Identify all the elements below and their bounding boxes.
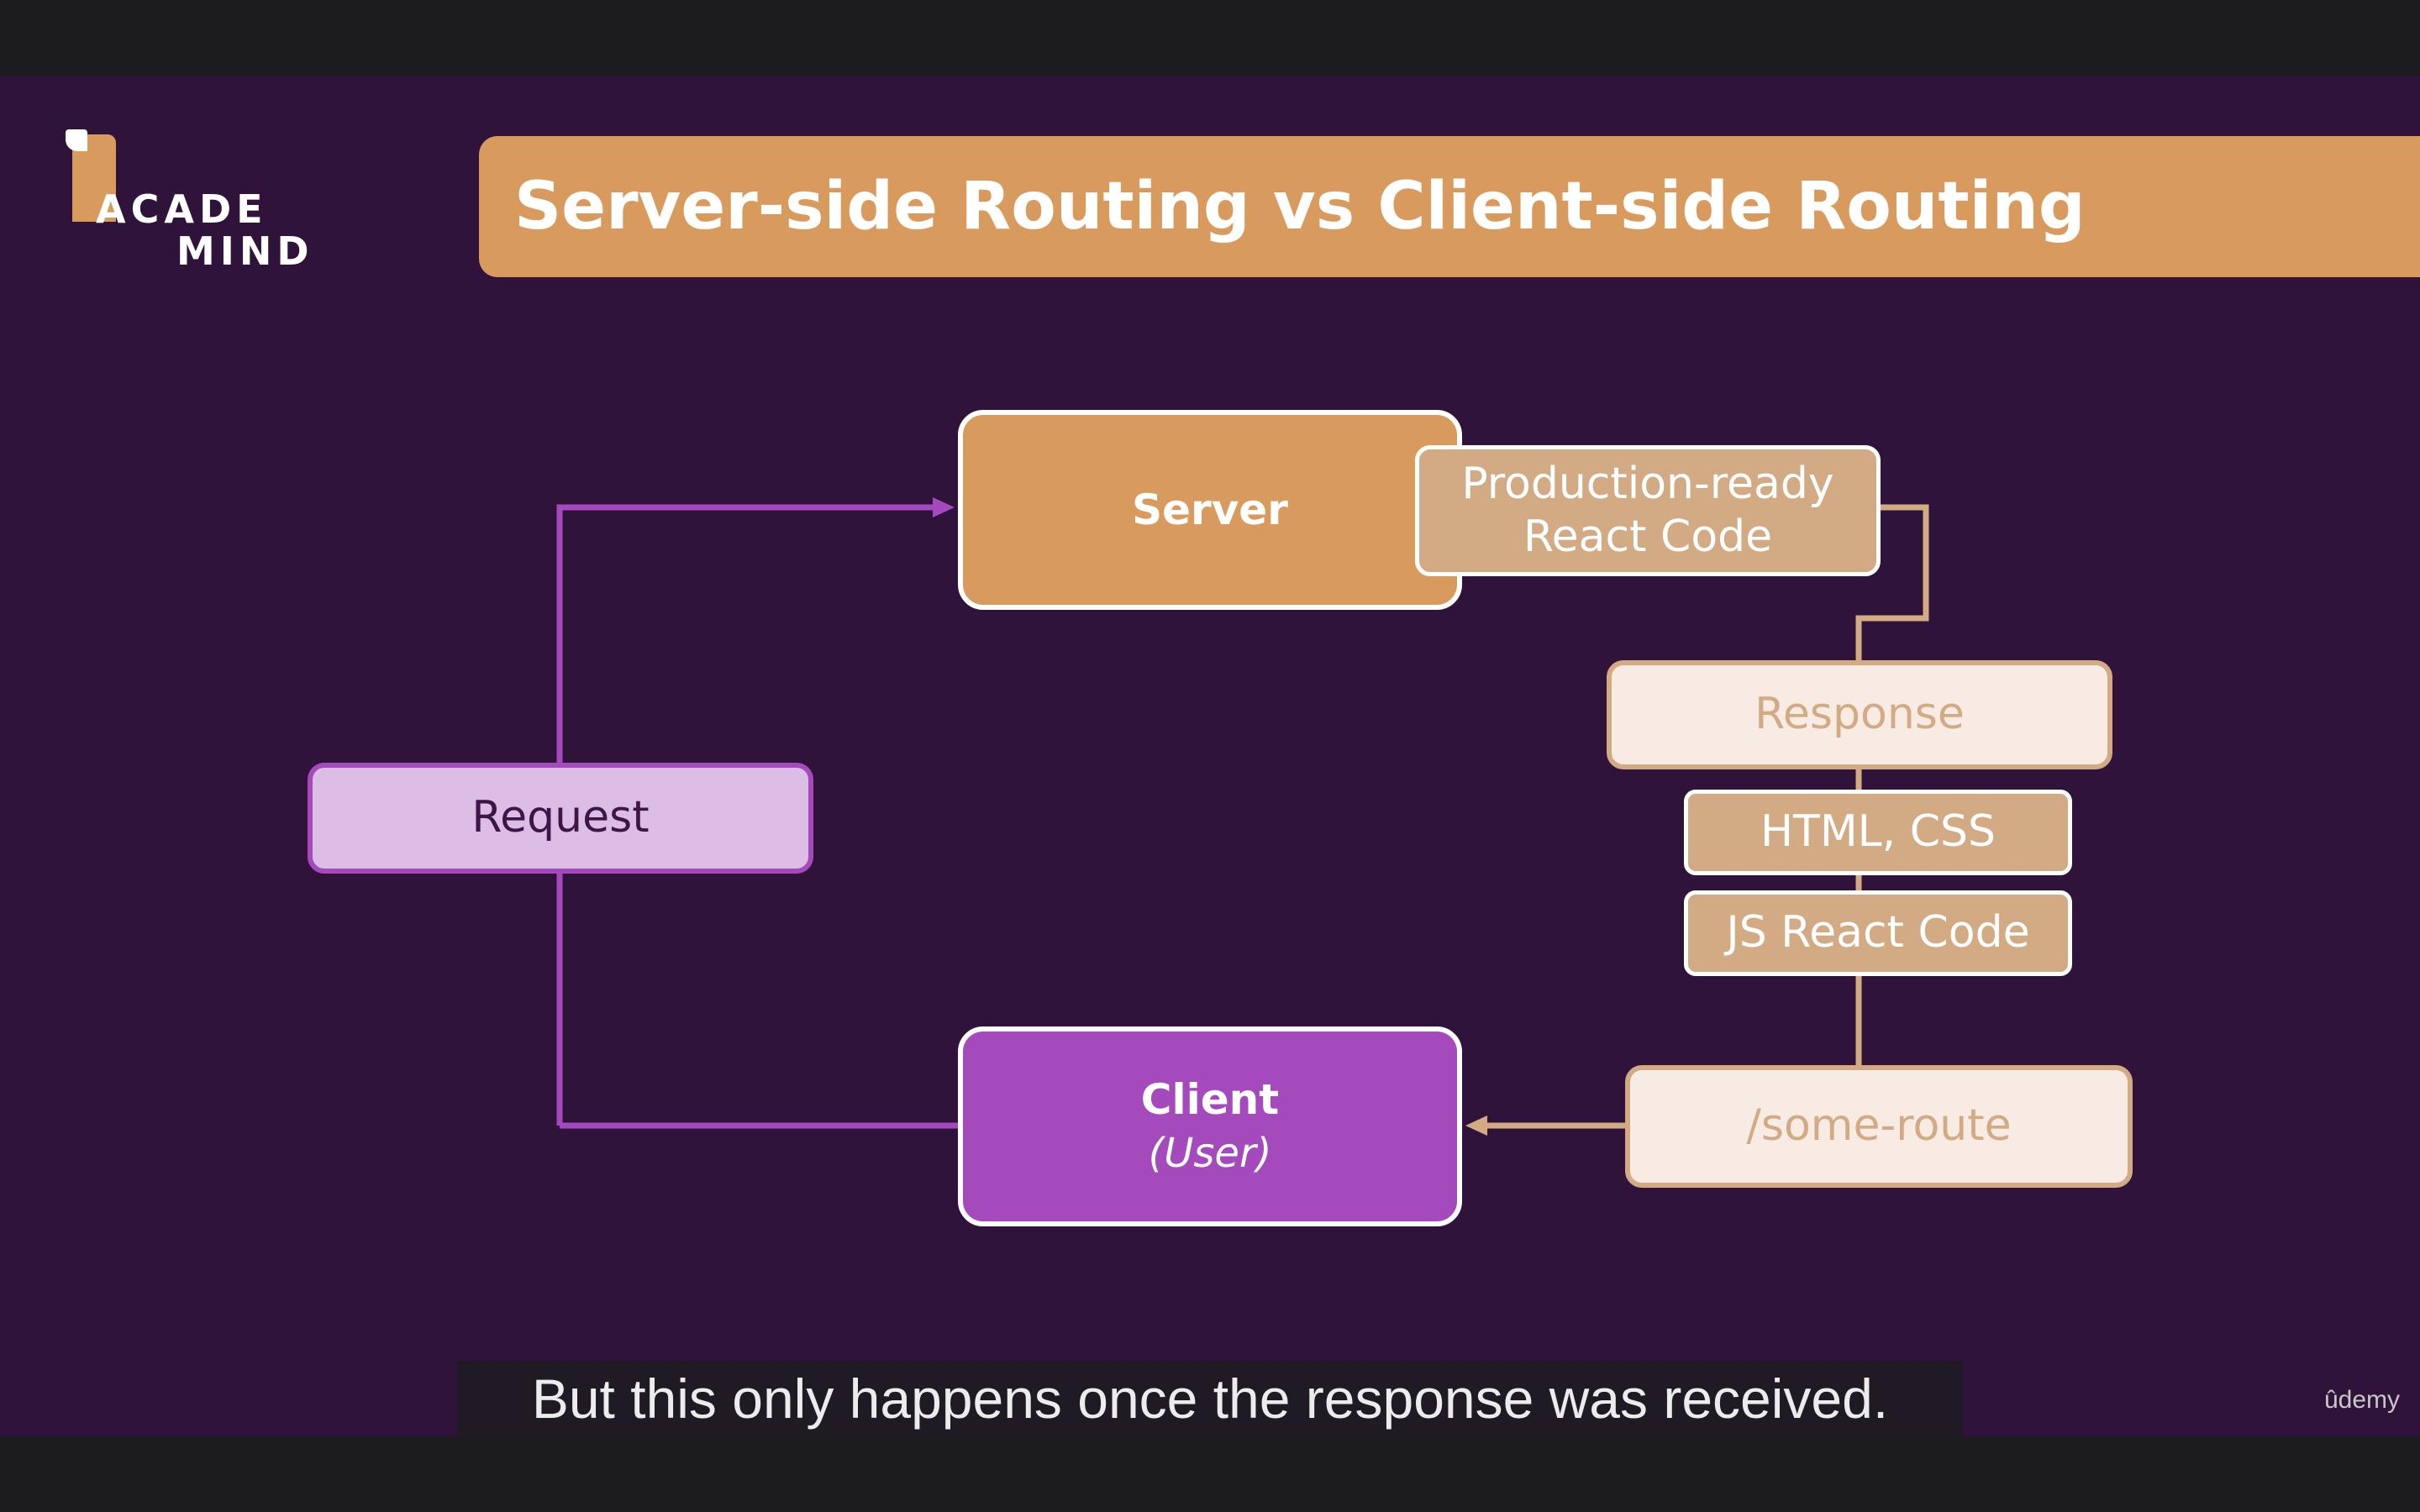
slide: ACADE MIND Server-side Routing vs Client… (0, 76, 2420, 1436)
server-label: Server (1132, 485, 1288, 534)
logo-mark-icon (66, 129, 116, 222)
production-code-box: Production-ready React Code (1415, 445, 1881, 576)
js-react-code-box: JS React Code (1684, 890, 2072, 976)
request-arrowhead (933, 497, 955, 517)
slide-title: Server-side Routing vs Client-side Routi… (514, 169, 2086, 244)
js-react-code-label: JS React Code (1726, 907, 2030, 958)
route-label: /some-route (1746, 1100, 2012, 1152)
logo-line-1: ACADE (96, 186, 268, 232)
client-sublabel: (User) (1148, 1130, 1272, 1178)
server-box: Server (958, 410, 1462, 610)
request-up-line (556, 504, 933, 763)
html-css-label: HTML, CSS (1760, 806, 1996, 858)
route-arrowhead (1465, 1116, 1487, 1136)
production-code-line-1: Production-ready (1461, 458, 1834, 509)
logo-line-2: MIND (176, 228, 314, 274)
letterbox-bottom (0, 1436, 2420, 1512)
production-code-line-2: React Code (1523, 512, 1773, 562)
response-connector-top (1855, 504, 1929, 660)
client-box: Client (User) (958, 1026, 1462, 1226)
udemy-watermark: ûdemy (2324, 1386, 2401, 1414)
letterbox-top (0, 0, 2420, 76)
html-css-box: HTML, CSS (1684, 790, 2072, 875)
request-box: Request (308, 763, 813, 874)
response-label: Response (1754, 689, 1965, 740)
response-box: Response (1607, 660, 2112, 769)
title-banner: Server-side Routing vs Client-side Routi… (479, 136, 2420, 277)
request-label: Request (471, 792, 650, 843)
academind-logo: ACADE MIND (66, 129, 318, 286)
client-label: Client (1140, 1075, 1280, 1125)
route-box: /some-route (1625, 1065, 2133, 1188)
video-caption: But this only happens once the response … (457, 1361, 1963, 1436)
